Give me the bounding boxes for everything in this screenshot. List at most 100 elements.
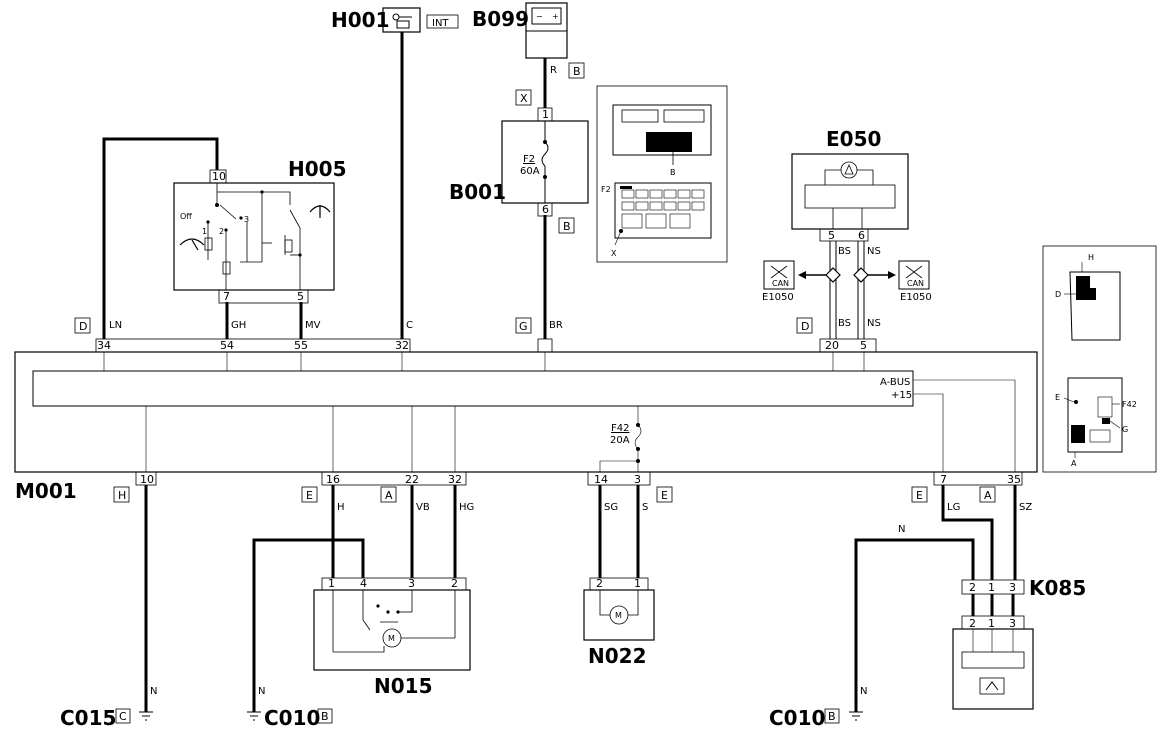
m001-pin-35: 35 <box>1007 473 1021 486</box>
n015-label: N015 <box>374 674 433 698</box>
n022-label: N022 <box>588 644 647 668</box>
m001-pin-7: 7 <box>940 473 947 486</box>
tag-e3: E <box>916 489 923 502</box>
m001-pin-32-bottom: 32 <box>448 473 462 486</box>
n015-motor-symbol: M <box>388 634 395 643</box>
k085-pin-2: 2 <box>969 581 976 594</box>
wire-s: S <box>642 502 648 513</box>
wire-lg: LG <box>947 502 960 513</box>
e050-pin-6: 6 <box>858 229 865 242</box>
wire-r: R <box>550 65 557 76</box>
h005-wiper-switch: Off 1 2 3 10 7 5 H005 <box>173 157 347 304</box>
e050-pin-5: 5 <box>828 229 835 242</box>
wire-bs-lower: BS <box>838 318 851 329</box>
m001-pin-22: 22 <box>405 473 419 486</box>
b001-inset: B F2 X <box>596 85 728 263</box>
wire-n-top: N <box>898 524 905 535</box>
wire-mv: MV <box>305 320 321 331</box>
m001-pin-5: 5 <box>860 339 867 352</box>
inset-g-label: G <box>1122 425 1128 434</box>
n022-motor: M 2 1 N022 <box>583 577 655 668</box>
f42-fuse-rating: 20A <box>610 435 630 446</box>
tag-d-right: D <box>801 320 809 333</box>
wire-sz: SZ <box>1019 502 1032 513</box>
b001-pin-1: 1 <box>542 108 549 121</box>
wire-br: BR <box>549 320 563 331</box>
m001-module: M001 A-BUS +15 F42 20A 34 54 55 32 20 5 … <box>14 338 1038 503</box>
connector-tags: B X B D G D H E A E E A <box>74 62 996 503</box>
b001-pin-6: 6 <box>542 203 549 216</box>
m001-pin-14: 14 <box>594 473 608 486</box>
tag-b001-b: B <box>563 220 571 233</box>
inset-f2-label: F2 <box>601 185 611 194</box>
h005-pos3-label: 3 <box>244 215 249 224</box>
wire-ln: LN <box>109 320 122 331</box>
n015-pin-4: 4 <box>360 577 367 590</box>
h005-pin-7: 7 <box>223 290 230 303</box>
f2-fuse-name: F2 <box>523 154 535 165</box>
f42-fuse-name: F42 <box>611 423 629 434</box>
tag-d-left: D <box>79 320 87 333</box>
wire-gh: GH <box>231 320 246 331</box>
svg-text:+: + <box>552 12 559 21</box>
f2-fuse-rating: 60A <box>520 166 540 177</box>
can-nodes: CAN CAN E1050 E1050 <box>762 260 932 303</box>
m001-pin-20: 20 <box>825 339 839 352</box>
m001-pin-54: 54 <box>220 339 234 352</box>
inset-a-label: A <box>1071 459 1077 468</box>
abus-label: A-BUS <box>880 377 910 388</box>
wire-bs-upper: BS <box>838 246 851 257</box>
k085-label: K085 <box>1029 576 1086 600</box>
wires <box>102 32 1017 712</box>
h001-int-tag: INT <box>432 18 449 29</box>
k085-lower-pin-3: 3 <box>1009 617 1016 630</box>
tag-x: X <box>520 92 528 105</box>
n022-motor-symbol: M <box>615 611 622 620</box>
tag-g: G <box>519 320 528 333</box>
k085-lower-pin-1: 1 <box>988 617 995 630</box>
m001-label: M001 <box>15 479 77 503</box>
grounds: C015 C C010 B C010 B <box>60 706 863 730</box>
e050-label: E050 <box>826 127 881 151</box>
c010-ground-right-tag: B <box>828 710 836 723</box>
h005-pin-10: 10 <box>212 170 226 183</box>
wire-vb: VB <box>416 502 430 513</box>
wire-labels: R LN GH MV C BR BS NS BS NS N H VB HG SG… <box>109 65 1032 697</box>
h001-component: H001 INT <box>331 7 459 33</box>
b001-label: B001 <box>449 180 506 204</box>
b099-label: B099 <box>472 7 529 31</box>
m001-pin-10: 10 <box>140 473 154 486</box>
k085-component: 2 1 3 2 1 3 K085 <box>952 576 1086 710</box>
h005-label: H005 <box>288 157 347 181</box>
h001-label: H001 <box>331 8 390 32</box>
m001-pin-32-top: 32 <box>395 339 409 352</box>
wire-sg: SG <box>604 502 618 513</box>
tag-h: H <box>118 489 126 502</box>
wire-h: H <box>337 502 345 513</box>
n015-pin-3: 3 <box>408 577 415 590</box>
n022-pin-1: 1 <box>634 577 641 590</box>
c010-ground-right-label: C010 <box>769 706 825 730</box>
tag-e1: E <box>306 489 313 502</box>
h005-pos1-label: 1 <box>202 227 207 236</box>
m001-pin-34: 34 <box>97 339 111 352</box>
inset-b-label: B <box>670 168 676 177</box>
right-inset: H D E F42 G A <box>1042 245 1157 473</box>
wire-n-c015: N <box>150 686 157 697</box>
e1050-left-label: E1050 <box>762 292 794 303</box>
n015-pin-2: 2 <box>451 577 458 590</box>
can-bus-wires <box>829 241 865 339</box>
m001-pin-55: 55 <box>294 339 308 352</box>
inset-h-label: H <box>1088 253 1094 262</box>
b001-fuse-box: F2 60A 1 6 B001 <box>449 107 589 217</box>
can-right-label: CAN <box>907 279 924 288</box>
can-left-label: CAN <box>772 279 789 288</box>
k085-lower-pin-2: 2 <box>969 617 976 630</box>
n022-pin-2: 2 <box>596 577 603 590</box>
tag-a2: A <box>984 489 992 502</box>
tag-a1: A <box>385 489 393 502</box>
c010-ground-left-tag: B <box>321 710 329 723</box>
n015-pin-1: 1 <box>328 577 335 590</box>
e050-component: 5 6 E050 <box>791 127 909 242</box>
